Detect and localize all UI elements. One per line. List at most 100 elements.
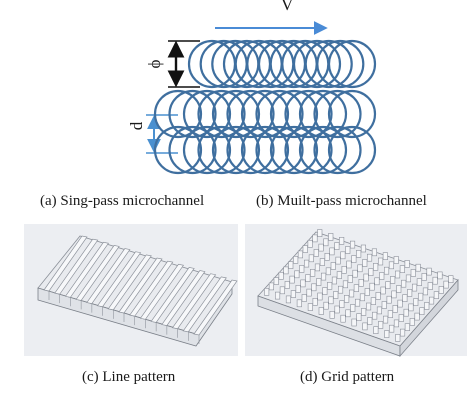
grid-pillar — [421, 273, 427, 281]
line-pattern-render — [37, 235, 238, 347]
grid-pillar — [354, 298, 361, 307]
grid-pillar — [397, 299, 403, 308]
grid-pillar — [364, 288, 370, 296]
grid-pillar — [273, 277, 279, 285]
phi-label: ϕ — [145, 59, 164, 68]
grid-pillar — [279, 286, 285, 295]
grid-pillar — [362, 259, 368, 267]
grid-pillar — [317, 292, 323, 301]
velocity-label: V — [281, 0, 294, 14]
grid-pillar — [327, 281, 333, 290]
grid-pillar — [391, 290, 397, 299]
grid-pillar — [322, 287, 328, 295]
microchannel-ring — [240, 89, 290, 139]
grid-pillar — [386, 295, 392, 304]
microchannel-ring — [182, 89, 232, 139]
microchannel-ring — [327, 89, 377, 139]
grid-pillar — [419, 307, 425, 316]
grid-pillar — [385, 281, 391, 290]
grid-pillar — [356, 313, 362, 322]
grid-pillar — [334, 305, 340, 314]
grid-pillar — [357, 264, 363, 273]
grid-pillar — [413, 298, 419, 306]
grid-pillar — [311, 283, 317, 292]
grid-pillar — [389, 324, 395, 333]
microchannel-ring — [153, 89, 203, 139]
grid-pillar — [379, 272, 385, 280]
grid-pillar — [312, 297, 318, 306]
microchannel-ring — [197, 125, 246, 175]
caption-c: (c) Line pattern — [82, 369, 176, 385]
line-ridge — [64, 241, 110, 298]
grid-pillar — [361, 308, 367, 316]
microchannel-ring — [168, 89, 217, 139]
grid-pillar — [296, 299, 302, 308]
microchannel-ring — [292, 39, 342, 89]
grid-pillar — [382, 252, 388, 260]
line-ridge — [96, 251, 142, 308]
grid-pillar — [359, 293, 366, 302]
grid-pillar — [352, 269, 358, 278]
grid-pillar — [349, 240, 356, 249]
grid-pillar — [427, 282, 433, 290]
grid-pillar — [416, 278, 422, 287]
grid-pillar — [283, 266, 289, 275]
grid-pillar — [333, 291, 339, 299]
grid-pillar — [396, 285, 402, 293]
grid-pillar — [305, 274, 311, 282]
line-ridge — [193, 279, 238, 336]
microchannel-ring — [240, 125, 290, 175]
grid-pillar — [422, 287, 429, 296]
line-ridge — [107, 254, 152, 311]
grid-pillar — [289, 275, 295, 284]
line-ridge — [43, 235, 88, 292]
grid-pattern-panel — [245, 224, 467, 358]
microchannel-ring — [304, 39, 353, 89]
grid-pillar — [335, 256, 341, 265]
grid-pillar — [319, 258, 325, 266]
grid-pillar — [373, 262, 379, 271]
grid-pillar — [313, 249, 319, 257]
grid-pillar — [368, 268, 374, 277]
grid-pillar — [342, 280, 349, 289]
grid-pillar — [348, 289, 355, 298]
grid-pillar — [347, 275, 353, 283]
grid-pillar — [303, 259, 310, 268]
grid-pillar — [353, 284, 359, 293]
line-ridge — [54, 238, 99, 295]
grid-pillar — [341, 265, 347, 274]
grid-pillar — [356, 250, 362, 258]
grid-pillar — [448, 275, 454, 284]
line-ridge — [129, 260, 174, 317]
grid-pillar — [432, 276, 438, 285]
microchannel-ring — [313, 89, 362, 139]
microchannel-ring — [153, 125, 203, 175]
grid-pillar — [395, 334, 401, 342]
grid-pillar — [300, 279, 306, 288]
grid-pillar — [407, 289, 413, 297]
grid-pillar — [328, 233, 334, 241]
grid-pillar — [394, 270, 401, 279]
grid-pillar — [329, 310, 335, 319]
grid-pillar — [284, 281, 290, 289]
microchannel-ring — [182, 125, 232, 175]
grid-pillar — [294, 270, 300, 279]
grid-pillar — [387, 310, 393, 319]
caption-a: (a) Sing-pass microchannel — [40, 193, 204, 209]
grid-pattern-render — [257, 229, 459, 358]
microchannel-ring — [327, 39, 377, 89]
grid-pillar — [433, 291, 439, 300]
grid-pillar — [339, 300, 345, 309]
grid-pillar — [330, 262, 336, 270]
grid-pillar — [318, 243, 324, 252]
grid-pillar — [404, 323, 410, 332]
grid-pillar — [278, 271, 284, 280]
grid-pillar — [358, 278, 364, 287]
grid-pillar — [426, 267, 432, 276]
grid-pillar — [312, 234, 318, 243]
grid-pillar — [328, 296, 334, 305]
microchannel-ring — [327, 125, 377, 175]
grid-pillar — [380, 286, 386, 295]
grid-pillar — [402, 294, 408, 303]
